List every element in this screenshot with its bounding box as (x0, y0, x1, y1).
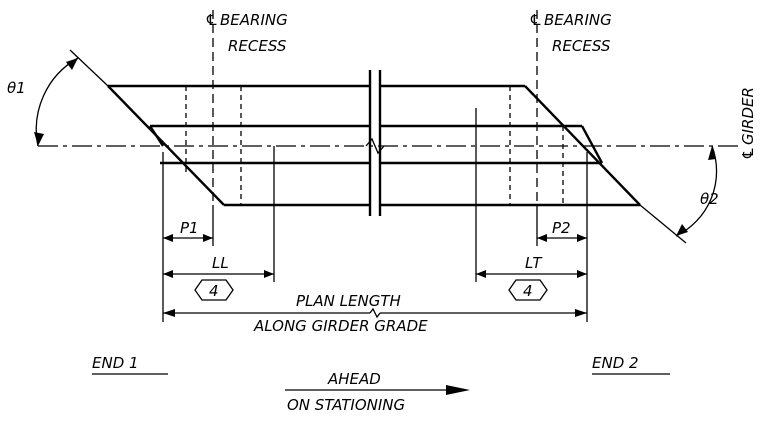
bearing-left-label: BEARING (220, 11, 288, 29)
p2-label: P2 (552, 219, 571, 237)
bearing-left-cl-symbol: ℄ (205, 11, 218, 29)
bearing-right-label: BEARING (544, 11, 612, 29)
plan-length-label: PLAN LENGTH (296, 292, 401, 310)
ll-label: LL (212, 254, 229, 272)
theta1-dimension (34, 49, 109, 147)
note-right-number: 4 (523, 282, 533, 300)
girder-left-segment (107, 84, 370, 207)
end2-label: END 2 (592, 354, 639, 372)
girder-centerline-symbol: ℄ (739, 147, 757, 160)
p1-label: P1 (180, 219, 199, 237)
girder-label: GIRDER (739, 87, 757, 145)
break-line (365, 70, 385, 216)
theta2-dimension (639, 145, 718, 244)
ll-dimension (163, 270, 274, 278)
end1-label: END 1 (92, 354, 139, 372)
note-left-number: 4 (209, 282, 219, 300)
recess-right-label: RECESS (552, 37, 611, 55)
note-hexagon-left (194, 279, 234, 301)
p1-dimension (163, 234, 213, 242)
on-stationing-label: ON STATIONING (287, 396, 405, 414)
plan-length-dimension (163, 307, 587, 319)
p2-dimension (537, 234, 587, 242)
lt-dimension (476, 270, 587, 278)
recess-left-label: RECESS (228, 37, 287, 55)
theta1-label: θ1 (7, 79, 26, 97)
stationing-arrowhead (446, 385, 470, 395)
ahead-label: AHEAD (327, 370, 381, 388)
along-girder-grade-label: ALONG GIRDER GRADE (253, 317, 428, 335)
bearing-right-cl-symbol: ℄ (529, 11, 542, 29)
lt-label: LT (525, 254, 543, 272)
note-hexagon-right (508, 279, 548, 301)
theta2-label: θ2 (700, 190, 719, 208)
